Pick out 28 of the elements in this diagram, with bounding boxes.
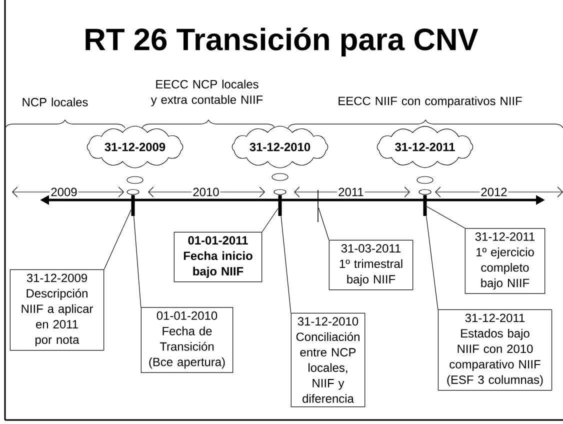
tick-mark — [418, 189, 432, 216]
callout-box: 31-12-2011 Estados bajo NIIF con 2010 comparativo NIIF (ESF 3 columnas) — [438, 309, 552, 391]
leader-line — [280, 216, 292, 314]
year-label: 2010 — [192, 186, 220, 198]
callout-box: 01-01-2011 Fecha inicio bajo NIIF — [174, 232, 262, 282]
leader-line — [318, 208, 330, 240]
callout-box: 01-01-2010 Fecha de Transición (Bce apertura) — [140, 307, 234, 373]
cloud: 31-12-2010 — [232, 126, 328, 168]
title: RT 26 Transición para CNV — [86, 27, 478, 57]
year-label: 2012 — [480, 186, 508, 198]
brace-label: EECC NCP locales y extra contable NIIF — [150, 80, 263, 106]
callout-box: 31-12-2009 Descripción NIIF a aplicar en 2011 por nota — [10, 269, 104, 351]
callout-box: 31-12-2011 1º ejercicio completo bajo NIIF — [464, 228, 546, 294]
year-label: 2009 — [50, 186, 78, 198]
tick-mark — [126, 189, 140, 216]
leader-line — [262, 208, 278, 232]
callout-box: 31-12-2010 Conciliación entre NCP locales, NIIF y diferencia — [290, 312, 366, 408]
cloud: 31-12-2011 — [376, 126, 474, 168]
year-label: 2011 — [337, 186, 365, 198]
leader-line — [426, 206, 466, 228]
cloud: 31-12-2009 — [86, 126, 184, 168]
callout-box: 31-03-2011 1º trimestral bajo NIIF — [328, 240, 414, 290]
brace-label: EECC NIIF con comparativos NIIF — [338, 96, 522, 108]
leader-line — [426, 216, 438, 310]
brace-label: NCP locales — [22, 98, 88, 106]
leader-line — [134, 216, 142, 308]
tick-mark — [274, 189, 286, 216]
leader-line — [104, 210, 132, 270]
